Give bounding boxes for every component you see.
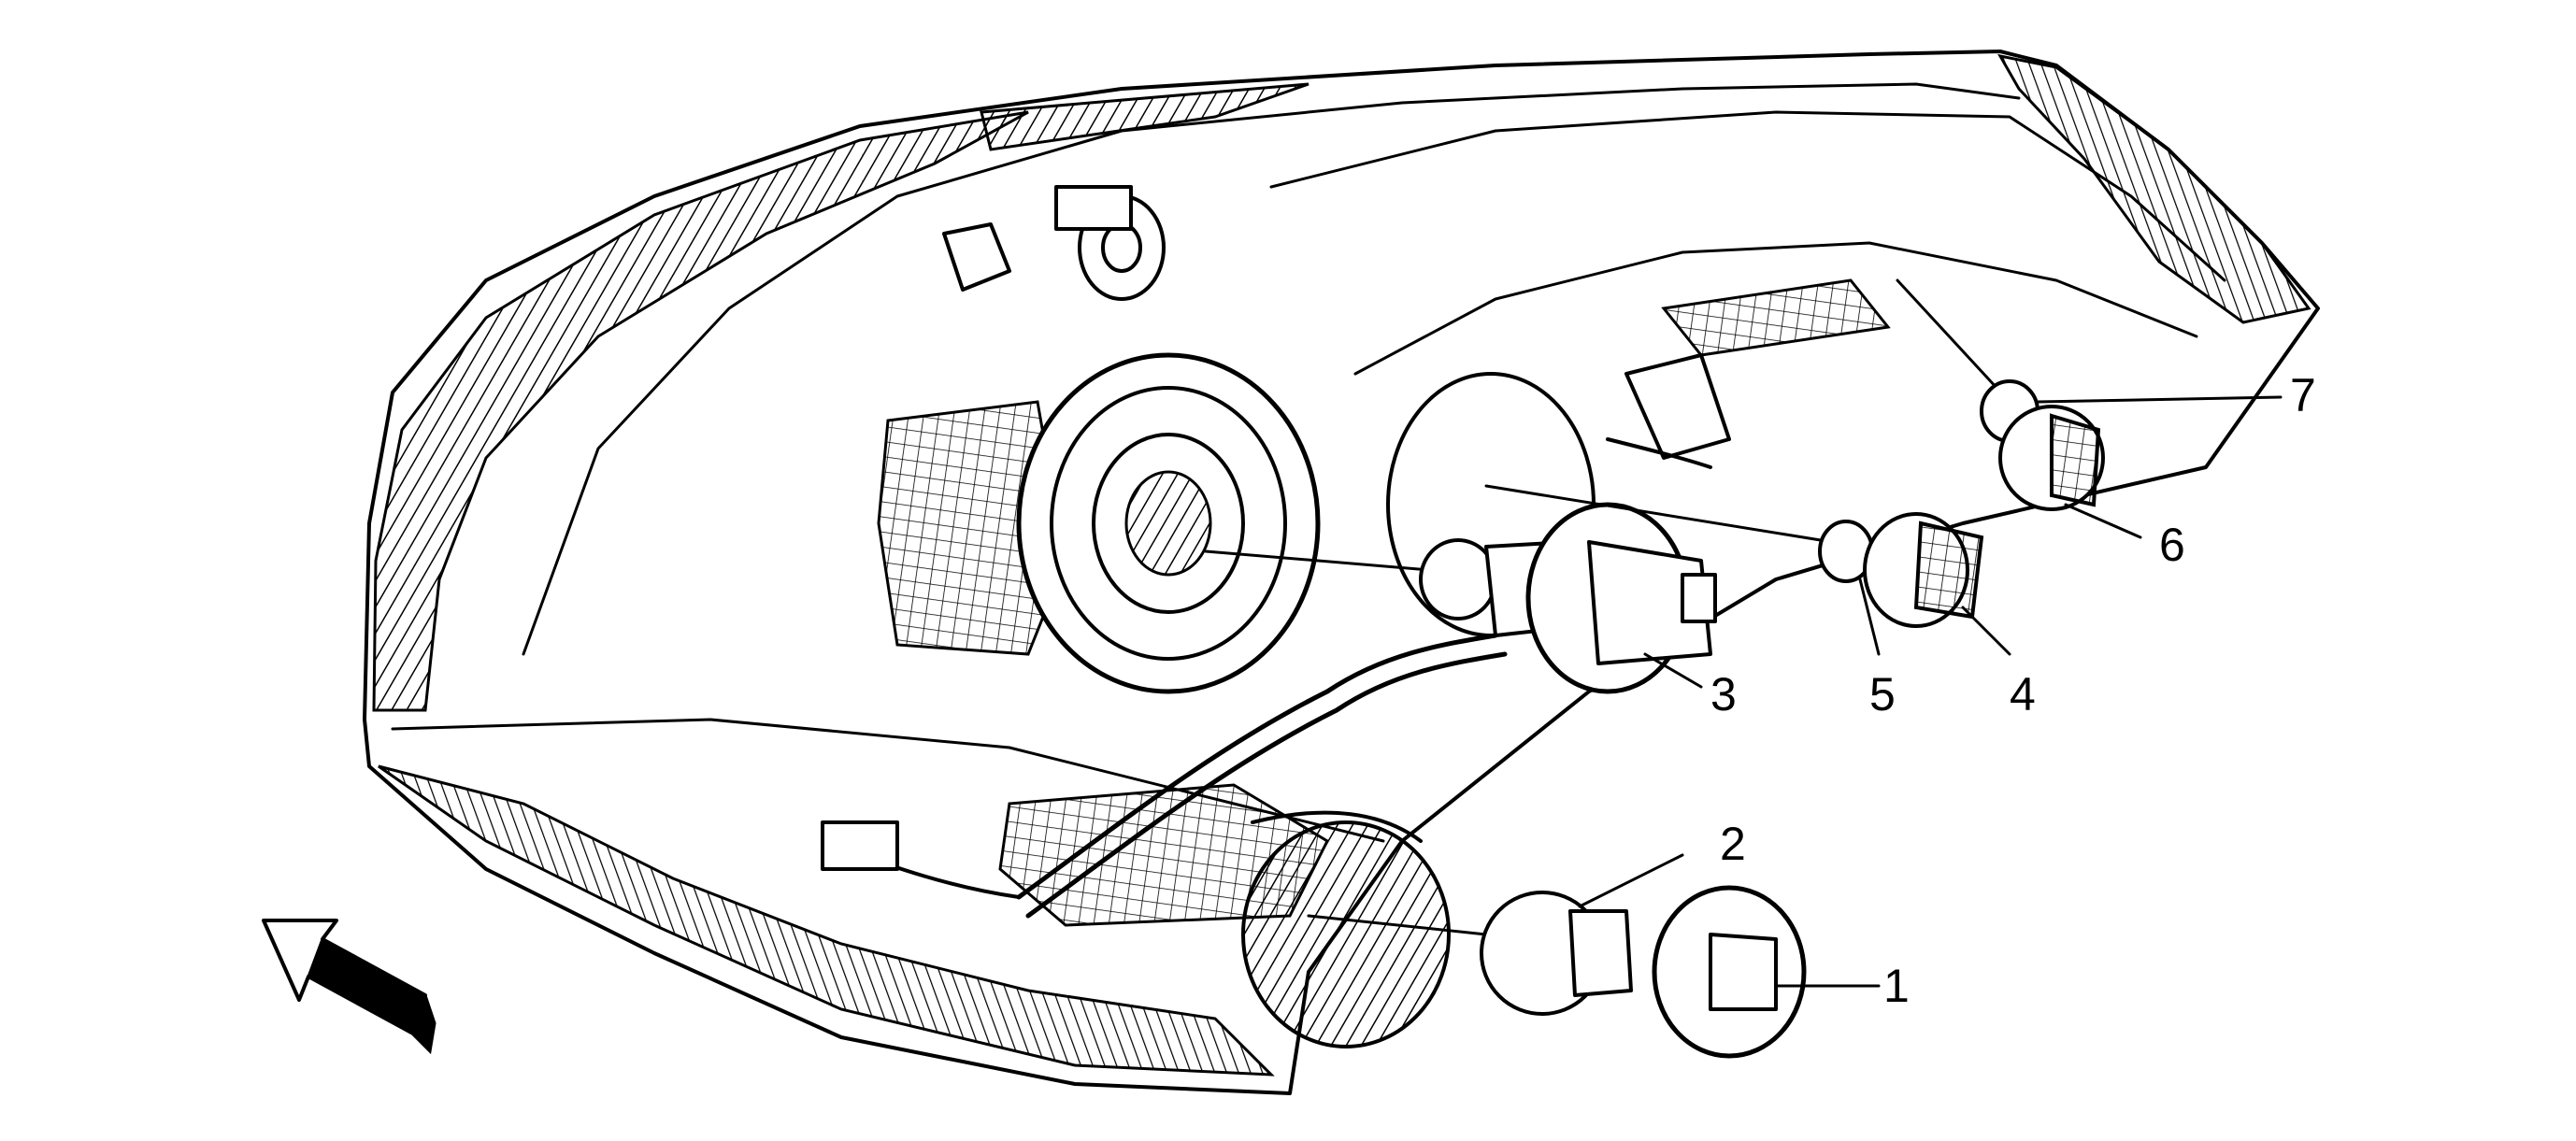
- callout-4: 4: [2010, 668, 2036, 720]
- turn-signal-socket-ring: [1241, 810, 1451, 1048]
- callout-5: 5: [1869, 668, 1896, 720]
- upper-connector: [942, 185, 1166, 301]
- forward-arrow-icon: [262, 919, 436, 1055]
- headlamp-housing: [363, 50, 2320, 1095]
- callout-1: 1: [1883, 960, 1910, 1012]
- callout-7: 7: [2290, 369, 2316, 421]
- callout-labels: 1 2 3 4 5 6 7: [1710, 369, 2316, 1012]
- callout-3: 3: [1710, 668, 1737, 720]
- headlamp-socket-ring: [1016, 352, 1596, 694]
- turn-signal-bulb-socket: [1307, 885, 1807, 1059]
- callout-2: 2: [1720, 818, 1746, 870]
- park-lamp-bulb-socket: [1896, 278, 2105, 511]
- leader-lines: [1578, 395, 2283, 988]
- wiring-harness: [821, 353, 1731, 919]
- callout-6: 6: [2159, 519, 2185, 571]
- headlamp-bulb-socket: [1204, 502, 1717, 694]
